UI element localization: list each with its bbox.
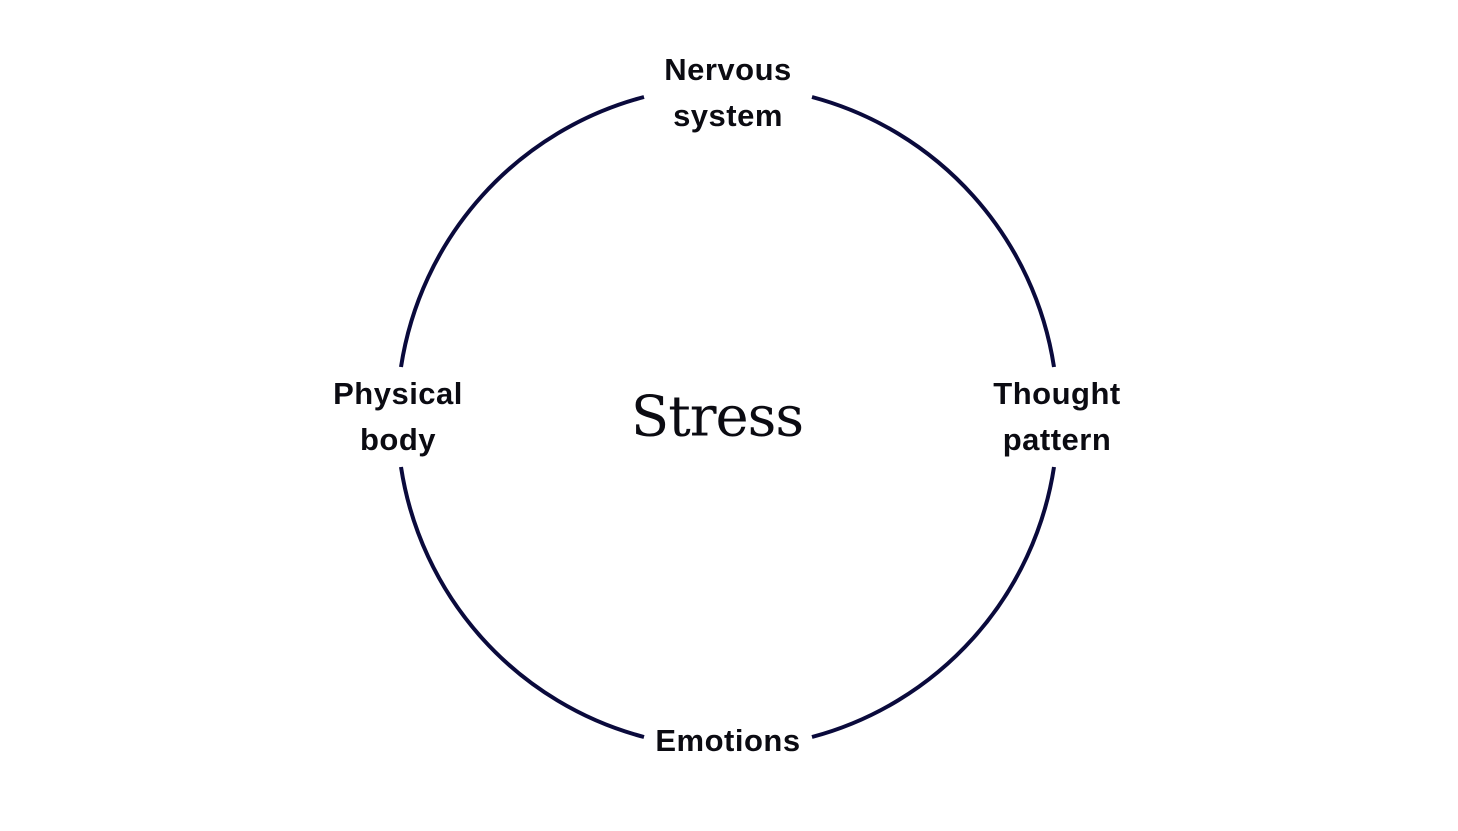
node-line: system xyxy=(673,98,783,133)
node-line: Emotions xyxy=(655,723,801,758)
node-physical-body: Physical body xyxy=(333,371,463,463)
arc-right-bottom xyxy=(811,466,1056,739)
node-line: Physical xyxy=(333,376,463,411)
node-line: body xyxy=(359,422,437,457)
arc-bottom-left xyxy=(399,466,645,739)
node-thought-pattern: Thought pattern xyxy=(993,371,1120,463)
node-emotions: Emotions xyxy=(655,718,800,764)
arc-left-top xyxy=(399,95,645,368)
arc-top-right xyxy=(811,95,1056,368)
node-nervous-system: Nervous system xyxy=(664,47,792,139)
node-line: pattern xyxy=(1002,422,1112,457)
node-line: Thought xyxy=(993,376,1121,411)
center-label-stress: Stress xyxy=(630,384,804,450)
node-line: Nervous xyxy=(664,52,792,87)
